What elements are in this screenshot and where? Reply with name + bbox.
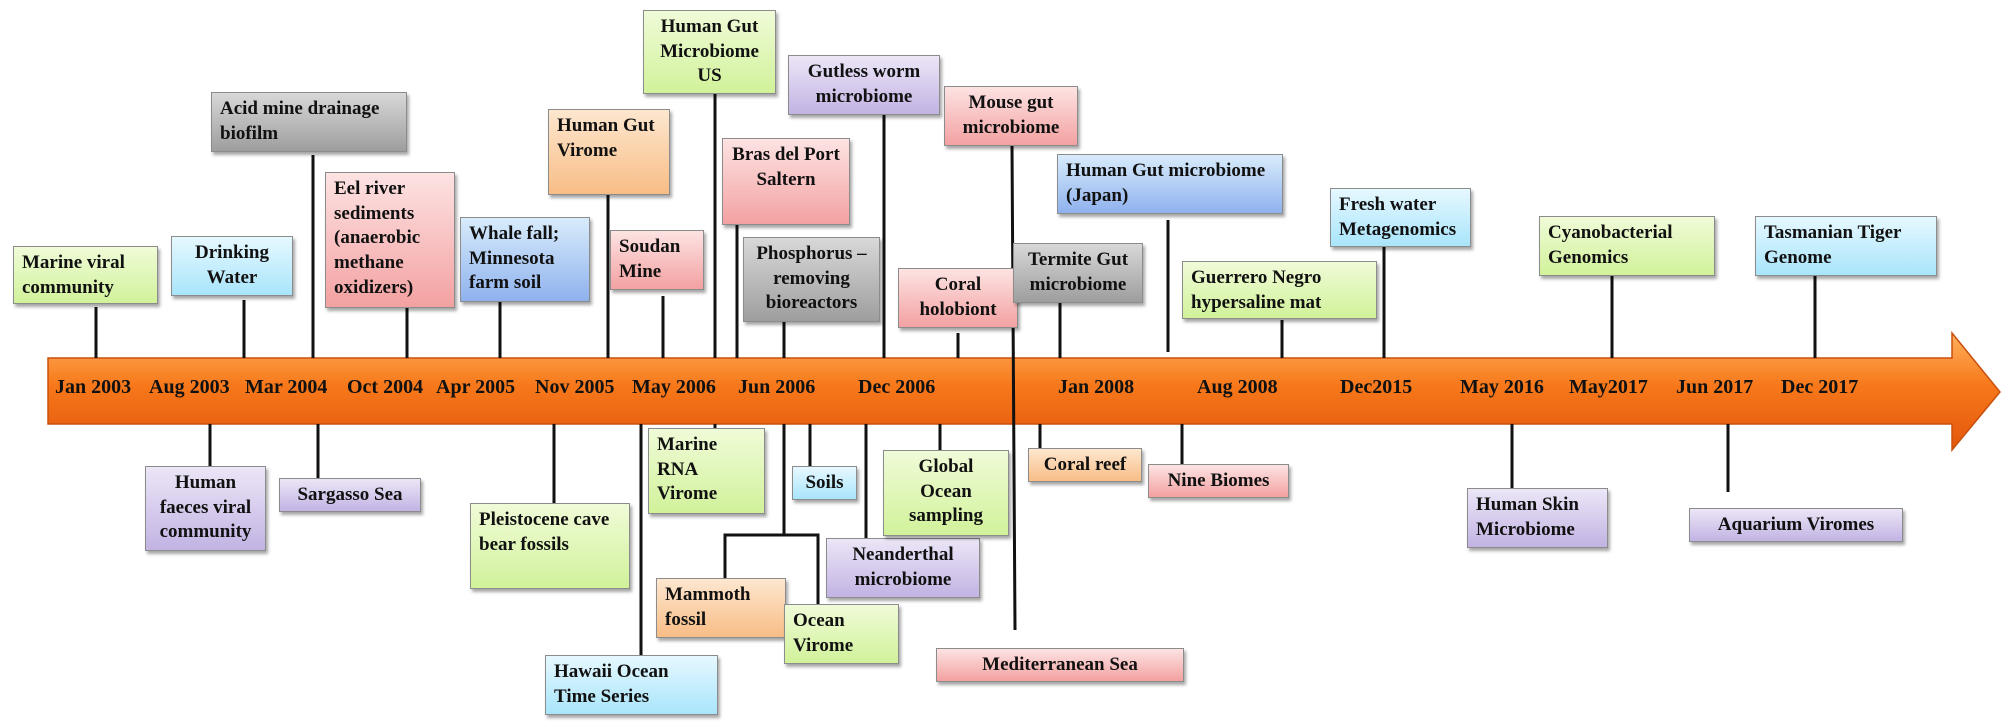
box-pleistocene-cave-bear: Pleistocene cave bear fossils	[470, 503, 630, 589]
date-label: Jan 2003	[55, 376, 132, 398]
box-human-faeces-viral-community: Human faeces viral community	[145, 466, 266, 551]
box-soils: Soils	[792, 466, 857, 500]
date-label: May 2016	[1460, 376, 1544, 398]
box-guerrero-negro-mat: Guerrero Negro hypersaline mat	[1182, 261, 1377, 319]
date-label: Aug 2003	[149, 376, 230, 398]
connector-jun2006-ocean	[784, 533, 820, 604]
date-label: Nov 2005	[535, 376, 615, 398]
box-eel-river-sediments: Eel river sediments (anaerobic methane o…	[325, 172, 455, 308]
box-mediterranean-sea: Mediterranean Sea	[936, 648, 1184, 682]
box-human-skin-microbiome: Human Skin Microbiome	[1467, 488, 1608, 548]
box-nine-biomes: Nine Biomes	[1148, 464, 1289, 498]
box-neanderthal-microbiome: Neanderthal microbiome	[826, 538, 980, 598]
box-termite-gut-microbiome: Termite Gut microbiome	[1013, 243, 1143, 303]
box-bras-del-port-saltern: Bras del Port Saltern	[722, 138, 850, 225]
date-label: Dec2015	[1340, 376, 1413, 398]
box-aquarium-viromes: Aquarium Viromes	[1689, 508, 1903, 542]
date-label: Oct 2004	[347, 376, 424, 398]
box-marine-rna-virome: Marine RNA Virome	[648, 428, 765, 514]
date-label: Dec 2006	[858, 376, 936, 398]
date-label: May2017	[1569, 376, 1648, 398]
box-gutless-worm-microbiome: Gutless worm microbiome	[788, 55, 940, 115]
connector-jun2006-branch	[723, 424, 786, 578]
box-global-ocean-sampling: Global Ocean sampling	[883, 450, 1009, 536]
box-acid-mine-drainage: Acid mine drainage biofilm	[211, 92, 407, 152]
date-label: Dec 2017	[1781, 376, 1859, 398]
box-whale-fall: Whale fall; Minnesota farm soil	[460, 217, 590, 302]
connector-mouse-gut	[1010, 145, 1017, 631]
date-label: Mar 2004	[245, 376, 328, 398]
box-coral-reef: Coral reef	[1028, 448, 1142, 482]
box-phosphorus-bioreactors: Phosphorus –removing bioreactors	[743, 237, 880, 322]
box-human-gut-microbiome-japan: Human Gut microbiome (Japan)	[1057, 154, 1283, 214]
box-coral-holobiont: Coral holobiont	[898, 268, 1018, 328]
box-human-gut-microbiome-us: Human Gut Microbiome US	[643, 10, 776, 94]
box-soudan-mine: Soudan Mine	[610, 230, 704, 290]
box-human-gut-virome: Human Gut Virome	[548, 109, 670, 195]
date-label: Jun 2006	[738, 376, 816, 398]
date-label: Aug 2008	[1197, 376, 1278, 398]
box-marine-viral-community: Marine viral community	[13, 246, 158, 304]
timeline-arrow	[47, 330, 2001, 453]
box-drinking-water: Drinking Water	[171, 236, 293, 296]
date-label: Apr 2005	[436, 376, 516, 398]
box-mammoth-fossil: Mammoth fossil	[656, 578, 786, 638]
box-fresh-water-metagenomics: Fresh water Metagenomics	[1330, 188, 1471, 247]
connector-lines	[94, 94, 1817, 655]
box-hawaii-ocean-time-series: Hawaii Ocean Time Series	[545, 655, 718, 715]
date-label: Jun 2017	[1676, 376, 1754, 398]
date-label: May 2006	[632, 376, 716, 398]
box-cyanobacterial-genomics: Cyanobacterial Genomics	[1539, 216, 1715, 276]
box-mouse-gut-microbiome: Mouse gut microbiome	[944, 86, 1078, 146]
box-ocean-virome: Ocean Virome	[784, 604, 899, 664]
date-label: Jan 2008	[1058, 376, 1135, 398]
box-sargasso-sea: Sargasso Sea	[279, 478, 421, 512]
box-tasmanian-tiger-genome: Tasmanian Tiger Genome	[1755, 216, 1937, 276]
